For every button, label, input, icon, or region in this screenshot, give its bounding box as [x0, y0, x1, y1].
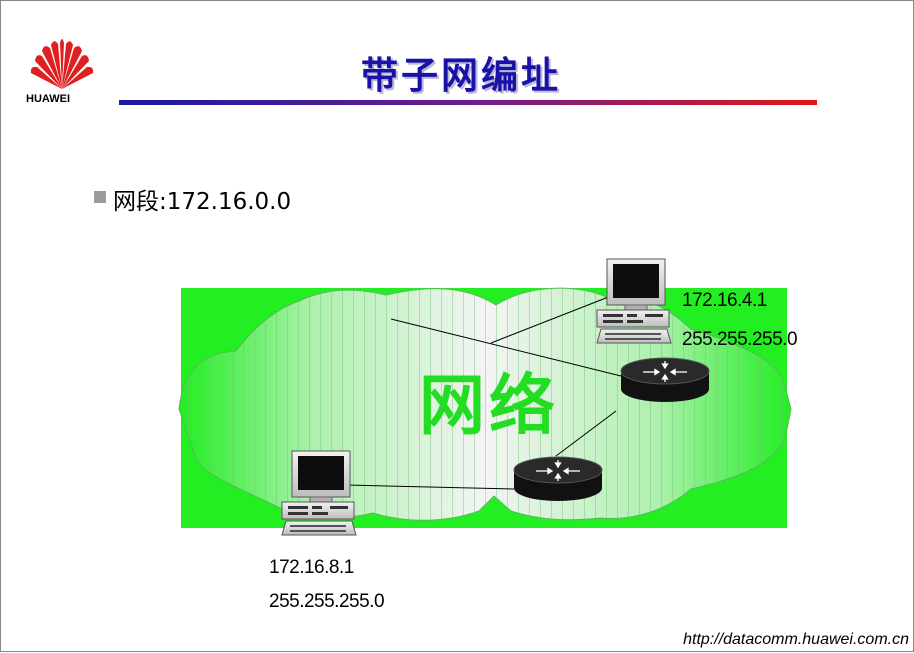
- router-icon: [620, 357, 710, 402]
- network-links: [345, 295, 622, 490]
- bullet-marker: [94, 191, 106, 203]
- link-top-host: [490, 295, 612, 344]
- slide-title: 带子网编址: [361, 54, 561, 97]
- network-label: 网络: [419, 367, 559, 444]
- link-bottom-host: [345, 484, 515, 490]
- router-icon: [513, 456, 603, 501]
- host-mask-bottom: 255.255.255.0: [269, 591, 385, 612]
- host-ip-bottom: 172.16.8.1: [269, 557, 354, 578]
- link-routers: [555, 410, 617, 457]
- footer-url: http://datacomm.huawei.com.cn: [683, 631, 909, 648]
- computer-icon: [281, 450, 357, 536]
- network-segment-text: 网段:172.16.0.0: [113, 189, 292, 215]
- host-mask-top: 255.255.255.0: [682, 329, 798, 350]
- computer-icon: [596, 258, 672, 344]
- huawei-logo-icon: [30, 39, 94, 89]
- huawei-brand-text: HUAWEI: [26, 93, 70, 105]
- link-top-left: [390, 318, 622, 377]
- host-ip-top: 172.16.4.1: [682, 290, 767, 311]
- title-underline: [119, 100, 817, 105]
